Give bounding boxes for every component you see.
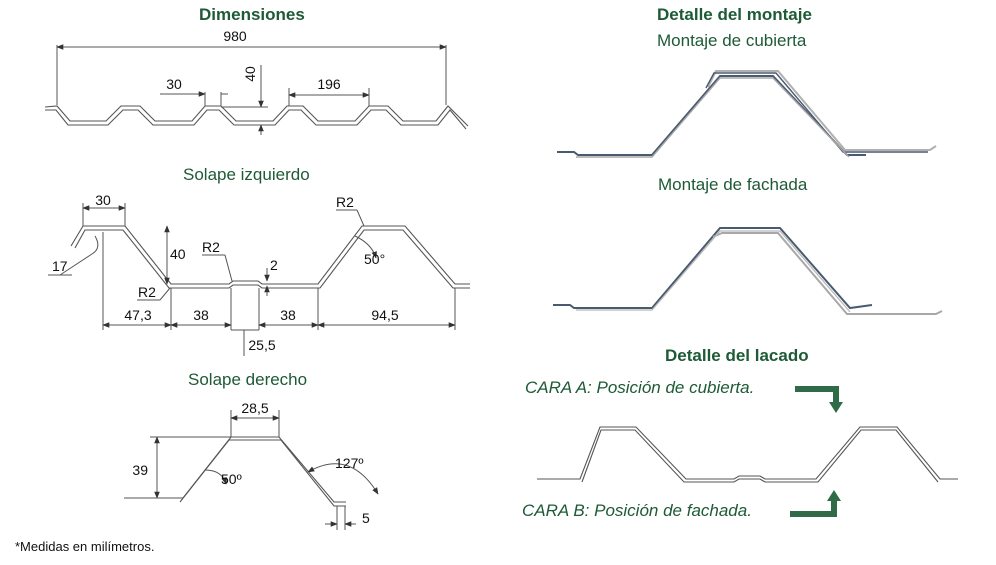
solape-izq-stiffener: 2 — [270, 257, 278, 273]
solape-der-gap: 5 — [362, 510, 370, 526]
title-montaje-fachada: Montaje de fachada — [658, 175, 808, 194]
solape-izq-d-47-3: 47,3 — [124, 307, 151, 323]
solape-derecho-drawing: 28,5 39 50º 127º 5 — [124, 400, 379, 530]
cara-a-arrow-icon — [795, 386, 839, 403]
title-solape-derecho: Solape derecho — [188, 370, 308, 389]
title-detalle-lacado: Detalle del lacado — [665, 346, 809, 365]
solape-izq-profile-inner — [74, 229, 470, 289]
solape-izq-r2-middle: R2 — [202, 239, 220, 255]
dim-total-width: 980 — [223, 28, 247, 44]
fachada-sheet-light — [712, 232, 943, 315]
solape-izq-height: 40 — [170, 246, 186, 262]
title-dimensiones: Dimensiones — [199, 5, 305, 24]
solape-izq-d-38-a: 38 — [193, 307, 209, 323]
solape-izq-r2-right: R2 — [336, 194, 354, 210]
solape-der-profile-outer — [124, 436, 346, 503]
title-detalle-montaje: Detalle del montaje — [657, 5, 812, 24]
solape-izq-angle-50: 50° — [364, 251, 385, 267]
lacado-profile-inner — [581, 429, 939, 483]
title-montaje-cubierta: Montaje de cubierta — [657, 31, 807, 50]
cubierta-sheet-top-dark — [705, 72, 928, 153]
dimensiones-drawing: 980 30 40 196 — [44, 28, 469, 135]
solape-der-angle-50: 50º — [221, 471, 242, 487]
cara-b-arrow-icon — [790, 500, 837, 517]
fachada-sheet-dark — [553, 227, 873, 310]
lacado-profile-outer — [537, 426, 958, 480]
solape-izq-d-94-5: 94,5 — [371, 307, 398, 323]
dim-height: 40 — [242, 66, 258, 82]
footnote: *Medidas en milímetros. — [15, 539, 155, 554]
solape-izq-d-38-b: 38 — [280, 307, 296, 323]
dim-crest-width: 30 — [166, 76, 182, 92]
cubierta-sheet-bottom-light — [576, 77, 850, 158]
solape-izq-angle-17: 17 — [52, 258, 68, 274]
dim-pitch: 196 — [317, 76, 341, 92]
title-solape-izquierdo: Solape izquierdo — [183, 165, 310, 184]
montaje-fachada-drawing — [553, 227, 943, 315]
solape-izq-top-width: 30 — [95, 192, 111, 208]
dimensiones-profile-outer — [44, 105, 469, 127]
detalle-lacado-drawing — [537, 386, 958, 517]
cara-a-label: CARA A: Posición de cubierta. — [525, 378, 755, 397]
fachada-sheet-light-2 — [576, 230, 851, 313]
cara-b-label: CARA B: Posición de fachada. — [522, 501, 752, 520]
solape-izq-profile-outer — [70, 225, 470, 285]
solape-der-height: 39 — [132, 462, 148, 478]
solape-izq-d-25-5: 25,5 — [248, 337, 275, 353]
montaje-cubierta-drawing — [557, 70, 937, 158]
cubierta-sheet-top — [707, 70, 937, 151]
solape-izquierdo-drawing: 30 17 40 R2 R2 R2 2 50° — [48, 192, 470, 356]
solape-izq-r2-left: R2 — [138, 284, 156, 300]
solape-der-top-width: 28,5 — [241, 400, 268, 416]
solape-der-angle-127: 127º — [335, 455, 363, 471]
solape-der-profile-inner — [179, 439, 346, 507]
